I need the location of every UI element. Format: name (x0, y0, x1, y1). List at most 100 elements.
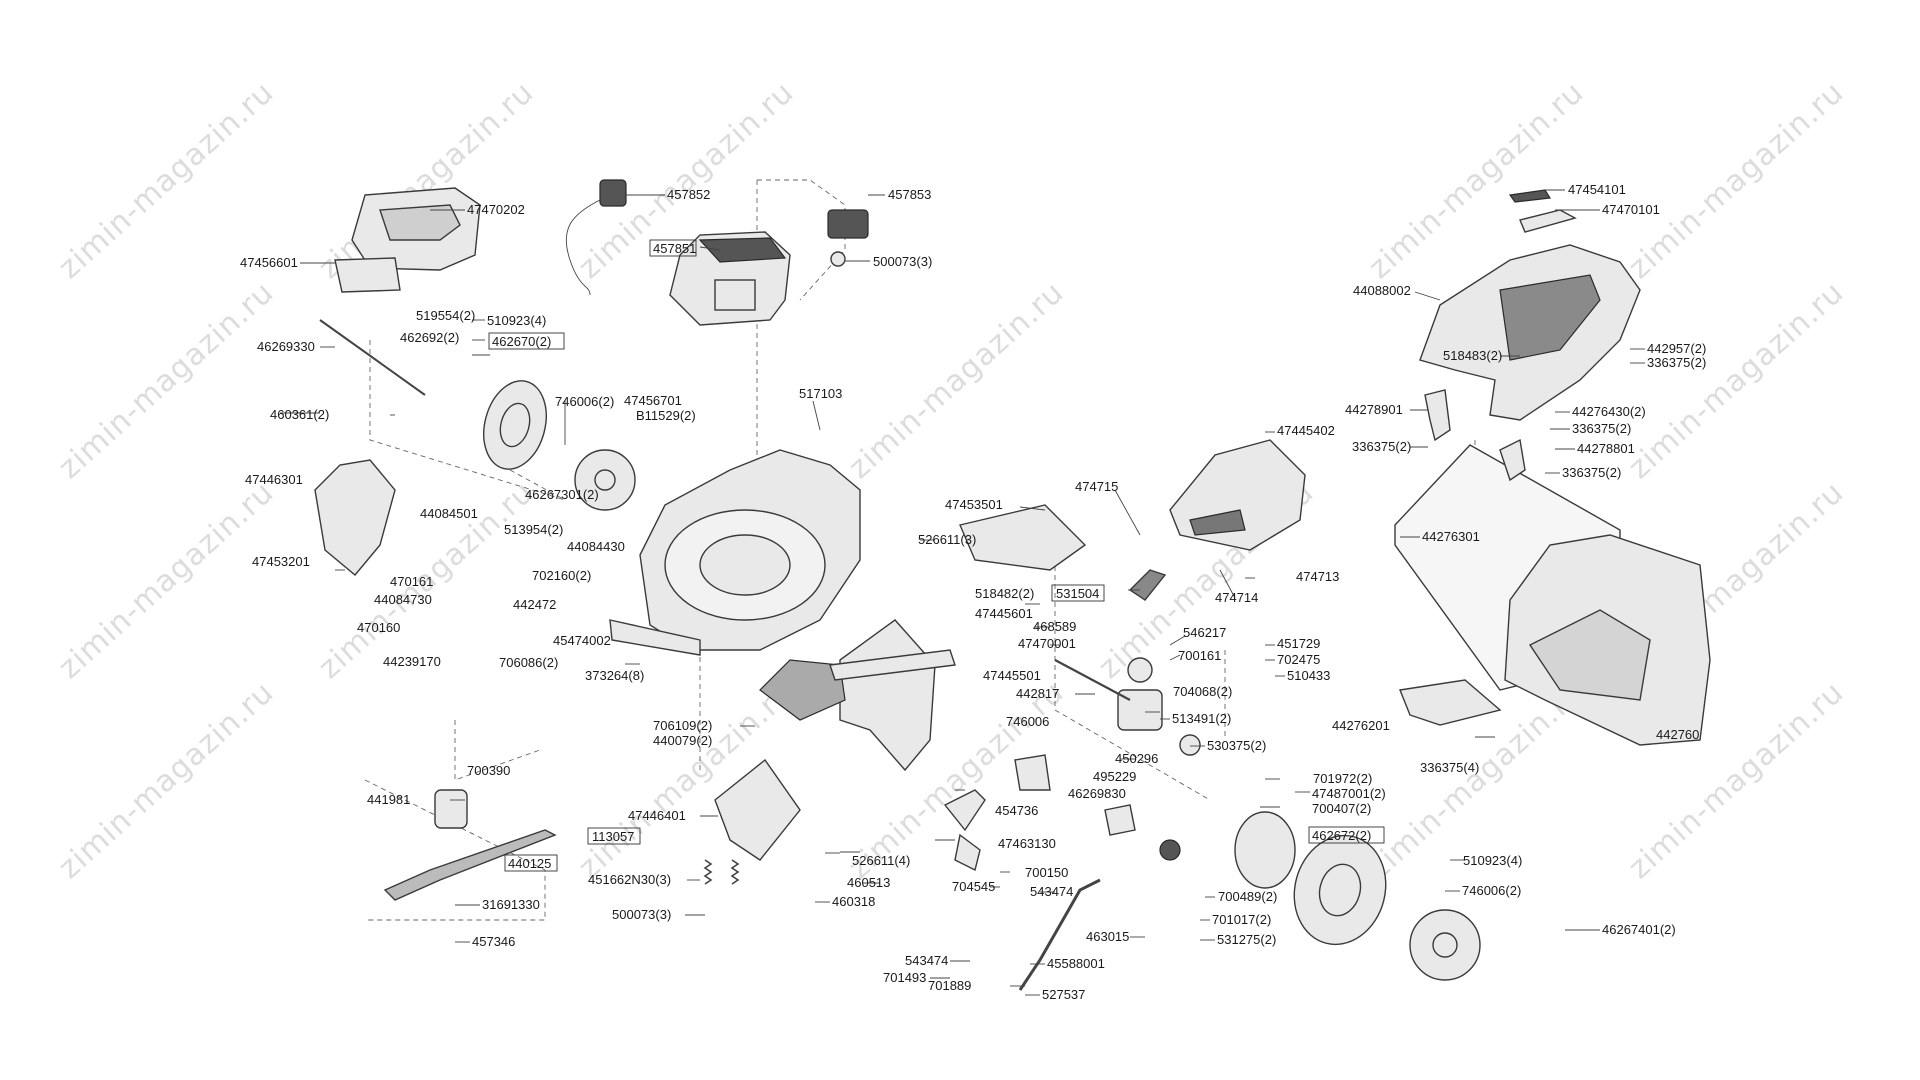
part-label: 701493 (883, 970, 926, 985)
drive-gear-part (1159, 839, 1181, 861)
part-label: 450296 (1115, 751, 1158, 766)
part-label: 454736 (995, 803, 1038, 818)
part-label: 44239170 (383, 654, 441, 669)
part-label: 336375(4) (1420, 760, 1479, 775)
part-label: 474714 (1215, 590, 1258, 605)
part-label: 460361(2) (270, 407, 329, 422)
part-label: 47456701 (624, 393, 682, 408)
part-label: 44276430(2) (1572, 404, 1646, 419)
part-label: 46269830 (1068, 786, 1126, 801)
part-label: 336375(2) (1572, 421, 1631, 436)
grass-basket-part (1504, 534, 1711, 746)
part-label: 47453201 (252, 554, 310, 569)
lever-part (954, 833, 981, 872)
part-label: 519554(2) (416, 308, 475, 323)
part-label: 470160 (357, 620, 400, 635)
part-label: 47453501 (945, 497, 1003, 512)
part-label: 44084501 (420, 506, 478, 521)
spring-part (730, 859, 740, 885)
lower-handle-part (1018, 878, 1101, 991)
part-label: 440079(2) (653, 733, 712, 748)
part-label: 113057 (592, 829, 634, 844)
part-label: 47470001 (1018, 636, 1076, 651)
part-label: 44084730 (374, 592, 432, 607)
bearing-part (1179, 734, 1201, 756)
engine-part (669, 231, 791, 326)
height-adjuster-part (314, 459, 396, 576)
label-box (587, 827, 641, 845)
rear-axle-bracket-part (1014, 754, 1051, 791)
part-label: 373264(8) (585, 668, 644, 683)
part-label: 457852 (667, 187, 710, 202)
label-box (1308, 826, 1385, 844)
part-label: 702160(2) (532, 568, 591, 583)
part-label: 706086(2) (499, 655, 558, 670)
watermark: zimin-magazin.ru (52, 275, 281, 486)
rear-hub-part (1234, 811, 1296, 889)
part-label: 442472 (513, 597, 556, 612)
label-box (1051, 584, 1105, 602)
rear-cover-part (1169, 439, 1306, 551)
battery-part (827, 209, 869, 239)
spring-part (703, 859, 713, 885)
handle-bracket-left-part (1424, 389, 1451, 442)
part-label: 457853 (888, 187, 931, 202)
leader-lines (280, 189, 1645, 996)
part-label: 701889 (928, 978, 971, 993)
part-label: 700407(2) (1312, 801, 1371, 816)
part-label: 440125 (508, 856, 551, 871)
part-label: 531504 (1056, 586, 1099, 601)
part-label: 45588001 (1047, 956, 1105, 971)
grass-catcher-lid-part (1419, 189, 1641, 421)
part-label: 513491(2) (1172, 711, 1231, 726)
mulch-plate-part (959, 504, 1087, 571)
part-label: B11529(2) (636, 408, 696, 423)
part-label: 513954(2) (504, 522, 563, 537)
part-label: 451729 (1277, 636, 1320, 651)
part-label: 442957(2) (1647, 341, 1706, 356)
part-label: 468589 (1033, 619, 1076, 634)
part-label: 463015 (1086, 929, 1129, 944)
part-label: 746006 (1006, 714, 1049, 729)
label-box (649, 239, 697, 257)
part-label: 44276201 (1332, 718, 1390, 733)
part-label: 517103 (799, 386, 842, 401)
part-label: 500073(3) (873, 254, 932, 269)
part-label: 47445601 (975, 606, 1033, 621)
charger-part (565, 179, 627, 296)
part-label: 706109(2) (653, 718, 712, 733)
part-label: 47446401 (628, 808, 686, 823)
front-axle-part (319, 319, 426, 396)
part-label: 457346 (472, 934, 515, 949)
part-label: 462672(2) (1312, 828, 1371, 843)
part-label: 442817 (1016, 686, 1059, 701)
blade-part (383, 829, 557, 901)
part-label: 701017(2) (1212, 912, 1271, 927)
front-hubcap-part (574, 449, 636, 511)
rear-wheel-part (1293, 834, 1387, 946)
part-label: 704068(2) (1173, 684, 1232, 699)
part-label: 526611(3) (918, 532, 976, 547)
part-label: 700161 (1178, 648, 1221, 663)
part-label: 457851 (653, 241, 696, 256)
part-label: 47445501 (983, 668, 1041, 683)
part-label: 46267301(2) (525, 487, 599, 502)
catcher-flap-part (1399, 679, 1502, 726)
part-label: 510923(4) (1463, 853, 1522, 868)
part-label: 47456601 (240, 255, 298, 270)
hopper-part (943, 789, 986, 832)
part-label: 44276301 (1422, 529, 1480, 544)
part-label: 510923(4) (487, 313, 546, 328)
part-label: 704545 (952, 879, 995, 894)
part-label: 47445402 (1277, 423, 1335, 438)
part-label: 47463130 (998, 836, 1056, 851)
part-label: 543474 (905, 953, 948, 968)
part-label: 546217 (1183, 625, 1226, 640)
watermark: zimin-magazin.ru (1622, 75, 1851, 286)
engine-cover-part (334, 187, 481, 293)
part-label: 700390 (467, 763, 510, 778)
part-label: 336375(2) (1647, 355, 1706, 370)
part-label: 47446301 (245, 472, 303, 487)
part-label: 700489(2) (1218, 889, 1277, 904)
